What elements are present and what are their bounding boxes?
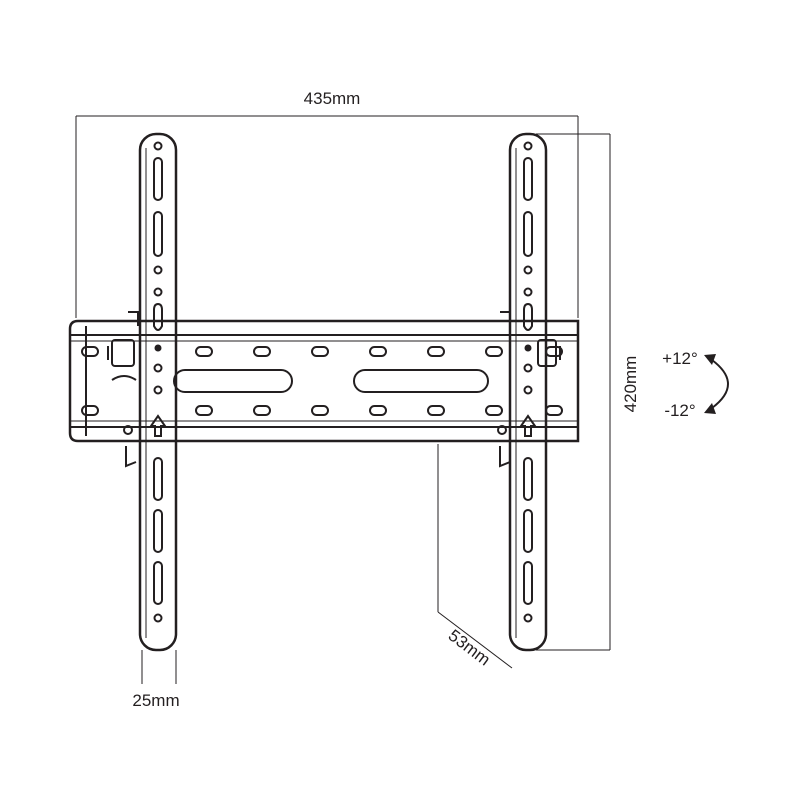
bottom-slot-row: [81, 405, 563, 416]
right-upright: [508, 132, 548, 652]
width-dimension: [75, 115, 579, 318]
left-tilt-hardware: [107, 311, 139, 468]
height-label: 420mm: [621, 356, 640, 413]
depth-dimension: [437, 444, 513, 669]
tilt-up-label: +12°: [662, 349, 698, 368]
tilt-arrow-icon: [704, 354, 729, 414]
depth-label: 53mm: [445, 626, 494, 670]
top-slot-row: [81, 346, 563, 357]
height-dimension: [536, 133, 611, 651]
tilt-down-label: -12°: [664, 401, 695, 420]
upright-width-label: 25mm: [132, 691, 179, 710]
upright-width-dimension: [141, 650, 177, 684]
left-upright: [138, 132, 178, 652]
width-label: 435mm: [304, 89, 361, 108]
center-slots: [173, 369, 489, 393]
